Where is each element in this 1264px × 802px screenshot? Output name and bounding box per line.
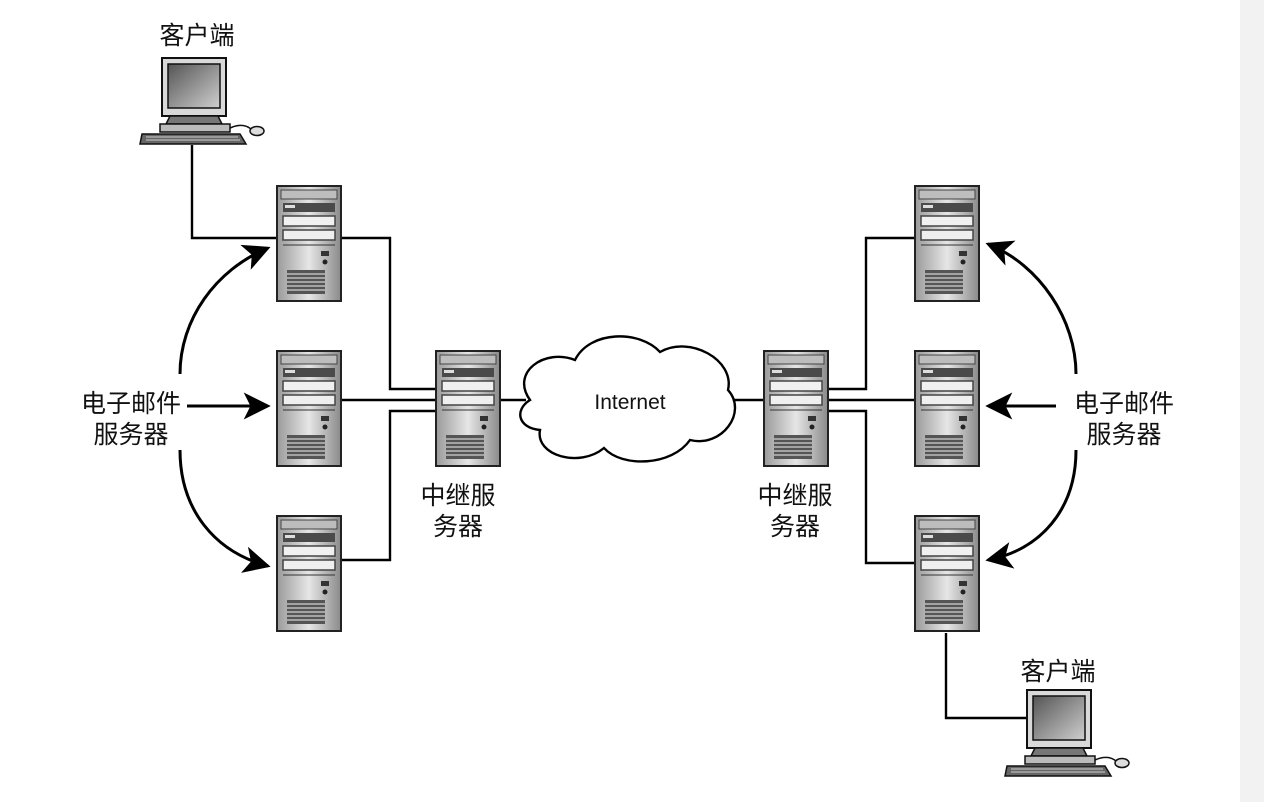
internet-label: Internet: [594, 391, 666, 414]
client-label-top: 客户端: [159, 21, 235, 50]
relay-server-left: [435, 350, 501, 467]
mail-server-right-2: [914, 350, 980, 467]
mail-server-left-1: [276, 185, 342, 302]
mail-server-right-3: [914, 515, 980, 632]
connection-lines: [190, 145, 1040, 720]
mail-server-left-3: [276, 515, 342, 632]
client-computer-top: [139, 57, 265, 145]
relay-server-right: [763, 350, 829, 467]
internet-cloud: [519, 335, 737, 463]
left-arrows: [178, 244, 271, 573]
edge-strip: [1240, 0, 1264, 802]
mail-server-left-2: [276, 350, 342, 467]
client-computer-bottom: [1004, 689, 1130, 777]
relay-label-right: 中继服务器: [757, 481, 833, 541]
mail-server-right-1: [914, 185, 980, 302]
mail-servers-label-left: 电子邮件服务器: [80, 389, 181, 449]
relay-label-left: 中继服务器: [420, 481, 496, 541]
right-arrows: [985, 240, 1078, 569]
client-label-bottom: 客户端: [1020, 657, 1096, 686]
mail-servers-label-right: 电子邮件服务器: [1073, 389, 1174, 449]
